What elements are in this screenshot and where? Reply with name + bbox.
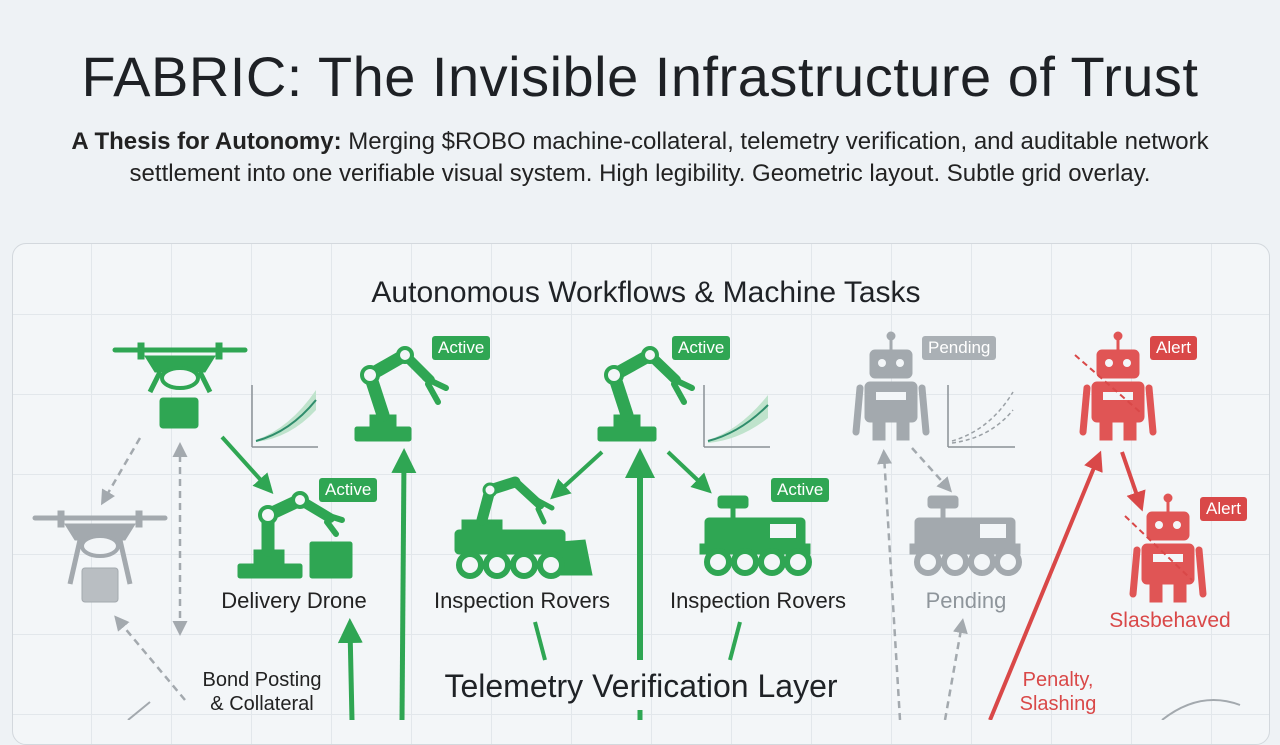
status-badge-active: Active — [672, 336, 731, 360]
label-inspection-rovers-1: Inspection Rovers — [433, 588, 611, 613]
rover-icon-pending — [909, 495, 1022, 576]
growth-chart-icon-2 — [703, 385, 770, 448]
robotic-arm-icon-2 — [597, 346, 695, 442]
status-badge-active: Active — [432, 336, 491, 360]
page-title: FABRIC: The Invisible Infrastructure of … — [81, 45, 1199, 108]
bond-line-1: Bond Posting — [202, 669, 322, 691]
bond-line-2: & Collateral — [210, 693, 314, 715]
subtitle-lead: A Thesis for Autonomy: — [71, 128, 342, 155]
drone-icon-faded — [32, 510, 168, 603]
label-misbehaved: Slasbehaved — [1109, 609, 1231, 632]
section-title: Autonomous Workflows & Machine Tasks — [371, 276, 921, 309]
label-inspection-rovers-2: Inspection Rovers — [669, 588, 847, 613]
drone-icon — [112, 342, 248, 429]
telemetry-layer-title: Telemetry Verification Layer — [444, 668, 838, 704]
penalty-line-1: Penalty, — [1022, 669, 1094, 691]
penalty-line-2: Slashing — [1019, 693, 1097, 715]
growth-chart-icon-3 — [947, 385, 1015, 448]
excavator-rover-icon — [454, 476, 593, 579]
robot-icon-alert-1 — [1079, 331, 1157, 441]
flow-arrows — [100, 435, 1241, 720]
robotic-arm-icon-3 — [237, 491, 353, 579]
strike-line-2 — [1124, 515, 1193, 581]
strike-line-1 — [1074, 354, 1141, 413]
page-subtitle: A Thesis for Autonomy: Merging $ROBO mac… — [40, 126, 1240, 190]
diagram-canvas — [32, 331, 1241, 720]
status-badge-active: Active — [319, 478, 378, 502]
robot-icon-pending — [852, 331, 930, 441]
label-penalty-slashing: Penalty, Slashing — [1020, 668, 1097, 716]
label-delivery-drone: Delivery Drone — [221, 588, 367, 613]
status-badge-alert: Alert — [1150, 336, 1197, 360]
growth-chart-icon-1 — [251, 385, 318, 448]
subtitle-body: Merging $ROBO machine-collateral, teleme… — [129, 128, 1209, 187]
label-bond-posting: Bond Posting & Collateral — [203, 668, 322, 716]
status-badge-alert: Alert — [1200, 497, 1247, 521]
robot-icon-alert-2 — [1129, 493, 1207, 603]
robotic-arm-icon-1 — [354, 346, 449, 442]
label-pending: Pending — [925, 588, 1007, 613]
rover-icon — [699, 495, 812, 576]
status-badge-pending: Pending — [922, 336, 997, 360]
status-badge-active: Active — [771, 478, 830, 502]
